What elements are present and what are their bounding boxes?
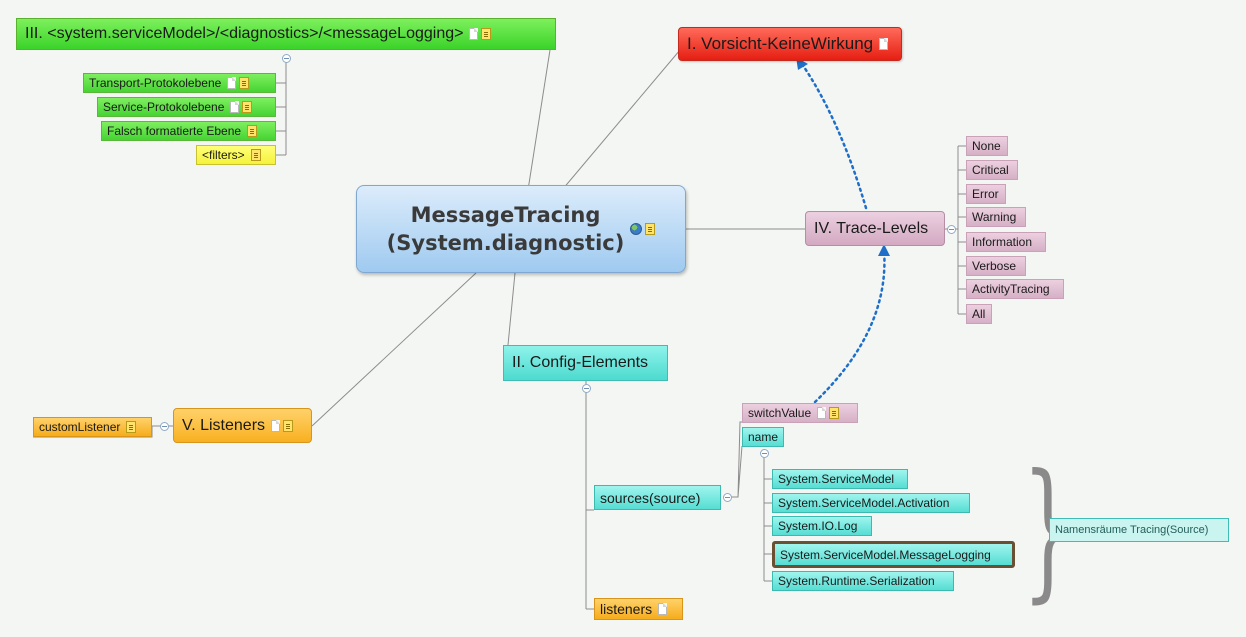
- listener-item-custom[interactable]: customListener: [33, 417, 152, 437]
- note-icon[interactable]: [829, 407, 840, 419]
- config-item-listeners[interactable]: listeners: [594, 598, 683, 620]
- config-item-sources[interactable]: sources(source): [594, 485, 721, 510]
- namespace-label: System.ServiceModel.Activation: [778, 496, 950, 510]
- trace-level-item[interactable]: ActivityTracing: [966, 279, 1064, 299]
- topic-listeners-label: V. Listeners: [182, 416, 266, 434]
- trace-level-label: Verbose: [972, 259, 1017, 273]
- note-icon[interactable]: [239, 77, 250, 89]
- trace-level-item[interactable]: Verbose: [966, 256, 1026, 276]
- collapse-toggle-trace-levels[interactable]: [947, 225, 956, 234]
- relationship-trace-to-caution: [800, 62, 868, 210]
- topic-listeners[interactable]: V. Listeners: [173, 408, 312, 443]
- topic-config[interactable]: II. Config-Elements: [503, 345, 668, 381]
- connector-config-items: [585, 381, 594, 610]
- connector-ml-items: [276, 62, 287, 156]
- namespace-item[interactable]: System.ServiceModel: [772, 469, 908, 489]
- arrowhead-trace: [878, 244, 890, 256]
- topic-config-label: II. Config-Elements: [512, 354, 649, 371]
- namespace-label: System.ServiceModel: [778, 472, 895, 486]
- ml-item-filters[interactable]: <filters>: [196, 145, 276, 165]
- ml-item-service[interactable]: Service-Protokolebene: [97, 97, 276, 117]
- page-icon[interactable]: [271, 419, 281, 432]
- trace-level-label: None: [972, 139, 1001, 153]
- topic-message-logging[interactable]: III. <system.serviceModel>/<diagnostics>…: [16, 18, 556, 50]
- collapse-toggle-message-logging[interactable]: [282, 54, 291, 63]
- note-icon[interactable]: [645, 223, 656, 235]
- collapse-toggle-listeners[interactable]: [160, 422, 169, 431]
- trace-level-label: Critical: [972, 163, 1009, 177]
- note-icon[interactable]: [247, 125, 258, 137]
- collapse-toggle-sources[interactable]: [723, 493, 732, 502]
- note-icon[interactable]: [250, 149, 261, 161]
- trace-level-label: Information: [972, 235, 1033, 249]
- trace-level-item[interactable]: Error: [966, 184, 1006, 204]
- trace-level-item[interactable]: Warning: [966, 207, 1026, 227]
- topic-trace-levels[interactable]: IV. Trace-Levels: [805, 211, 945, 246]
- topic-caution-label: I. Vorsicht-KeineWirkung: [687, 34, 874, 53]
- namespace-item[interactable]: System.ServiceModel.Activation: [772, 493, 970, 513]
- trace-level-item[interactable]: Information: [966, 232, 1046, 252]
- config-item-label: listeners: [600, 601, 653, 617]
- namespace-label: System.Runtime.Serialization: [778, 574, 935, 588]
- note-icon[interactable]: [126, 421, 137, 433]
- namespace-item-highlighted[interactable]: System.ServiceModel.MessageLogging: [772, 541, 1015, 568]
- namespace-label: System.ServiceModel.MessageLogging: [780, 547, 991, 562]
- ml-item-transport[interactable]: Transport-Protokolebene: [83, 73, 276, 93]
- page-icon[interactable]: [879, 38, 889, 50]
- ml-item-label: <filters>: [202, 148, 245, 162]
- ml-item-malformed[interactable]: Falsch formatierte Ebene: [101, 121, 276, 141]
- relationship-switch-to-trace: [813, 248, 886, 404]
- page-icon[interactable]: [227, 77, 237, 89]
- connector-listeners: [311, 272, 477, 427]
- globe-icon[interactable]: [630, 223, 643, 235]
- connector-message-logging: [527, 49, 551, 191]
- config-item-label: sources(source): [600, 489, 701, 506]
- ml-item-label: Service-Protokolebene: [103, 100, 225, 114]
- trace-level-label: ActivityTracing: [972, 282, 1050, 296]
- central-icons: [630, 223, 656, 235]
- trace-level-item[interactable]: Critical: [966, 160, 1018, 180]
- namespace-item[interactable]: System.IO.Log: [772, 516, 872, 536]
- central-title-line2: (System.diagnostic): [386, 231, 625, 255]
- config-item-label: switchValue: [748, 406, 812, 420]
- page-icon[interactable]: [469, 28, 479, 40]
- ml-item-label: Falsch formatierte Ebene: [107, 124, 242, 138]
- connector-sources-items: [727, 421, 743, 498]
- trace-level-label: Error: [972, 187, 999, 201]
- topic-message-logging-label: III. <system.serviceModel>/<diagnostics>…: [25, 25, 464, 42]
- connector-namespaces: [763, 454, 772, 582]
- listener-item-label: customListener: [39, 420, 121, 434]
- page-icon[interactable]: [230, 101, 240, 113]
- central-title-line1: MessageTracing: [410, 203, 601, 227]
- trace-level-label: Warning: [972, 210, 1017, 224]
- config-item-switch-value[interactable]: switchValue: [742, 403, 858, 423]
- namespaces-note[interactable]: Namensräume Tracing(Source): [1049, 518, 1229, 542]
- collapse-toggle-config[interactable]: [582, 384, 591, 393]
- topic-trace-levels-label: IV. Trace-Levels: [814, 219, 929, 237]
- note-icon[interactable]: [283, 419, 294, 432]
- collapse-toggle-name[interactable]: [760, 449, 769, 458]
- page-icon[interactable]: [817, 407, 827, 419]
- connector-caution: [561, 49, 681, 191]
- config-item-label: name: [748, 430, 779, 444]
- namespace-item[interactable]: System.Runtime.Serialization: [772, 571, 954, 591]
- trace-level-item[interactable]: All: [966, 304, 992, 324]
- connector-config: [507, 272, 516, 346]
- central-topic[interactable]: MessageTracing (System.diagnostic): [356, 185, 686, 273]
- config-item-name[interactable]: name: [742, 427, 784, 447]
- topic-caution[interactable]: I. Vorsicht-KeineWirkung: [678, 27, 902, 61]
- trace-level-item[interactable]: None: [966, 136, 1008, 156]
- namespaces-note-label: Namensräume Tracing(Source): [1055, 524, 1209, 536]
- namespace-label: System.IO.Log: [778, 519, 858, 533]
- trace-level-label: All: [972, 307, 986, 321]
- note-icon[interactable]: [242, 101, 253, 113]
- note-icon[interactable]: [481, 28, 492, 40]
- page-icon[interactable]: [658, 603, 668, 615]
- ml-item-label: Transport-Protokolebene: [89, 76, 222, 90]
